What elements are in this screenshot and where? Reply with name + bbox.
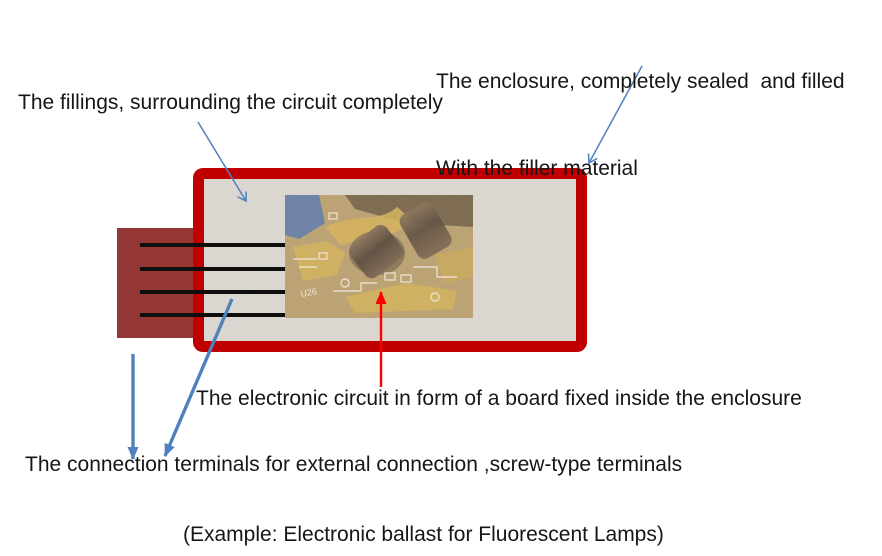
fillings-label: The fillings, surrounding the circuit co…	[18, 91, 443, 114]
terminal-wire-3	[140, 290, 287, 294]
circuit-label: The electronic circuit in form of a boar…	[196, 387, 802, 410]
enclosure-label-line1: The enclosure, completely sealed and fil…	[436, 70, 845, 93]
enclosure-label-line2: With the filler material	[436, 157, 638, 180]
circuit-board-image: U26	[285, 195, 473, 318]
terminal-wire-1	[140, 243, 287, 247]
enclosure-label: The enclosure, completely sealed and fil…	[436, 9, 845, 241]
example-caption: (Example: Electronic ballast for Fluores…	[183, 523, 664, 546]
terminal-wire-4	[140, 313, 287, 317]
terminal-wire-2	[140, 267, 287, 271]
terminals-label: The connection terminals for external co…	[25, 453, 683, 476]
